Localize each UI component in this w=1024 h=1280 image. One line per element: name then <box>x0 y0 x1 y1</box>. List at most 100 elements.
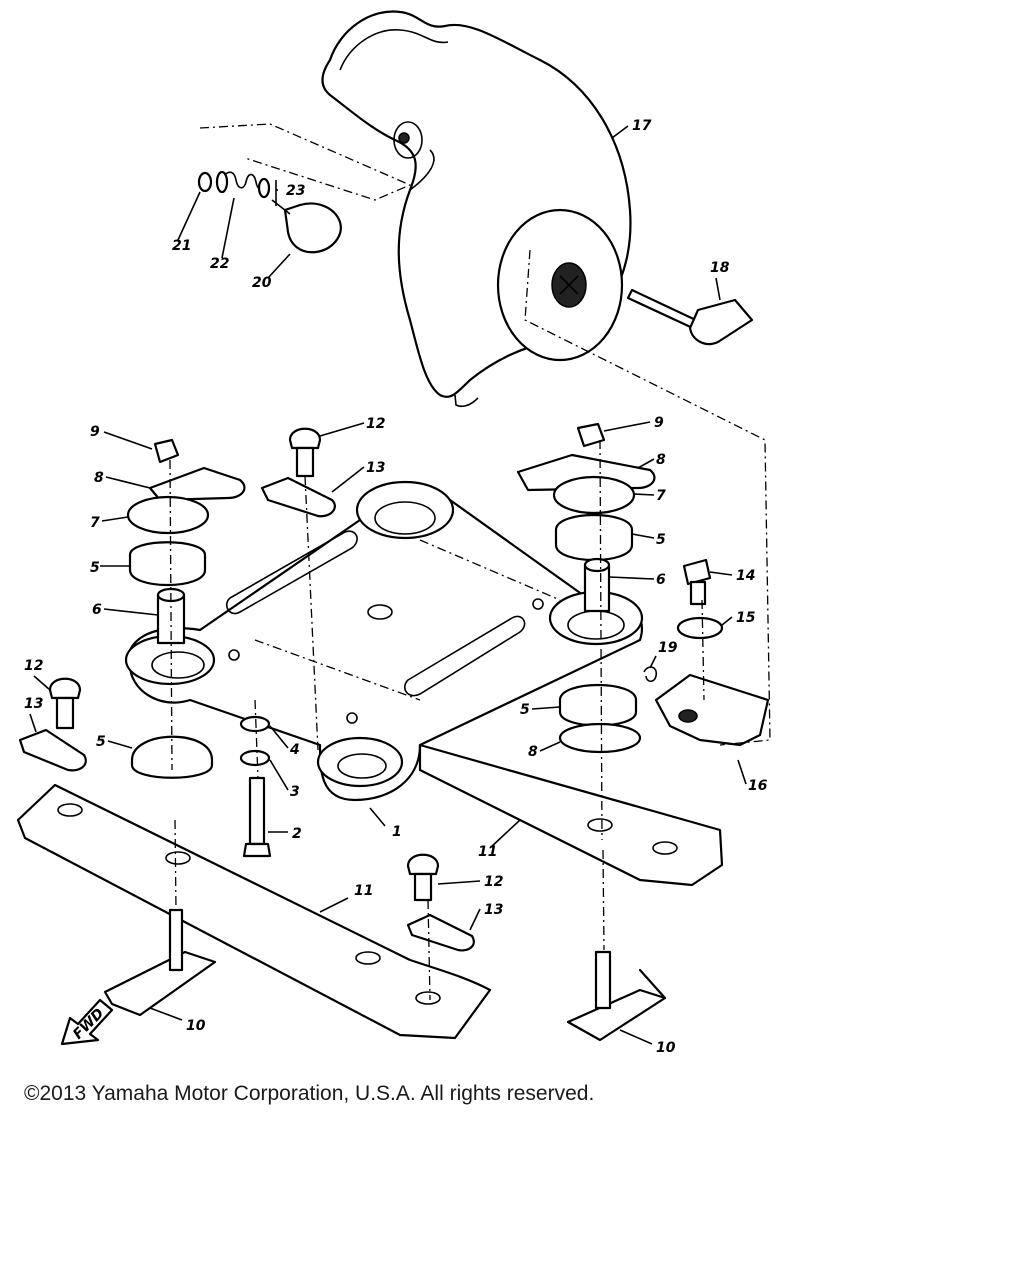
callout-leader-10 <box>619 1029 653 1045</box>
mount-left <box>126 438 246 645</box>
callout-leader-13 <box>331 466 365 493</box>
callout-14: 14 <box>736 568 755 584</box>
callout-23: 23 <box>286 183 305 199</box>
callout-leader-15 <box>721 616 733 626</box>
callout-9: 9 <box>654 415 664 431</box>
callout-leader-13 <box>469 908 481 931</box>
callout-18: 18 <box>710 260 730 276</box>
callout-9: 9 <box>90 424 100 440</box>
washer-8-lower <box>558 722 642 754</box>
callout-leader-19 <box>649 655 657 669</box>
forward-arrow: FWD <box>60 998 114 1046</box>
washer-3 <box>239 749 271 767</box>
callout-19: 19 <box>658 640 678 656</box>
fuel-cap <box>551 262 587 308</box>
rubber-lower-right <box>558 684 638 727</box>
callout-12: 12 <box>24 658 43 674</box>
callout-leaders <box>29 125 747 1045</box>
washer-13-bottom <box>406 913 475 952</box>
mount-right <box>516 422 656 613</box>
callout-leader-8 <box>637 458 655 469</box>
bolt-2 <box>242 776 272 858</box>
callout-leader-13 <box>29 713 37 733</box>
callout-11: 11 <box>354 883 373 899</box>
callout-8: 8 <box>528 744 538 760</box>
callout-labels: 1234555566778889910101111121212131313141… <box>24 118 768 1056</box>
washer-13-top <box>260 476 336 518</box>
skid-plate-left <box>16 783 492 1040</box>
rubber-lower-left <box>130 735 214 779</box>
callout-leader-16 <box>737 759 747 785</box>
callout-8: 8 <box>94 470 104 486</box>
callout-6: 6 <box>656 572 666 588</box>
callout-13: 13 <box>484 902 503 918</box>
washer-15 <box>676 616 724 640</box>
callout-5: 5 <box>520 702 530 718</box>
callout-13: 13 <box>24 696 43 712</box>
callout-12: 12 <box>366 416 385 432</box>
callout-leader-6 <box>103 608 159 616</box>
callout-3: 3 <box>290 784 300 800</box>
clip-19 <box>643 666 658 683</box>
callout-leader-10 <box>149 1007 183 1021</box>
callout-11: 11 <box>478 844 497 860</box>
callout-leader-1 <box>369 807 386 827</box>
spring <box>215 170 271 199</box>
callout-7: 7 <box>90 515 100 531</box>
callout-8: 8 <box>656 452 666 468</box>
callout-leader-14 <box>709 571 733 576</box>
callout-leader-20 <box>267 253 291 279</box>
washer-4 <box>239 715 271 733</box>
bolt-12-left <box>48 677 82 730</box>
callout-5: 5 <box>90 560 100 576</box>
bolt-12-top <box>288 427 322 478</box>
callout-10: 10 <box>186 1018 206 1034</box>
fuel-tank <box>321 10 632 408</box>
callout-16: 16 <box>748 778 768 794</box>
callout-leader-7 <box>633 493 655 496</box>
callout-4: 4 <box>289 742 300 758</box>
callout-1: 1 <box>392 824 402 840</box>
callout-leader-22 <box>221 197 235 259</box>
callout-12: 12 <box>484 874 503 890</box>
bolt-12-bottom <box>406 853 440 902</box>
callout-10: 10 <box>656 1040 676 1056</box>
callout-leader-8 <box>105 476 151 489</box>
callout-13: 13 <box>366 460 385 476</box>
callout-leader-6 <box>608 576 655 580</box>
callout-5: 5 <box>96 734 106 750</box>
callout-leader-17 <box>611 125 629 139</box>
callout-leader-11 <box>319 897 349 913</box>
callout-2: 2 <box>292 826 302 842</box>
fuel-lever <box>626 288 754 346</box>
callout-leader-9 <box>103 431 153 450</box>
callout-leader-12 <box>319 422 365 437</box>
callout-leader-7 <box>101 516 129 522</box>
callout-7: 7 <box>656 488 666 504</box>
callout-leader-5 <box>107 740 133 749</box>
callout-21: 21 <box>172 238 191 254</box>
skid-plate-right <box>418 743 724 887</box>
callout-20: 20 <box>252 275 272 291</box>
callout-leader-5 <box>531 706 561 710</box>
bracket-16 <box>654 673 770 747</box>
callout-leader-3 <box>269 759 289 791</box>
bracket-right <box>566 950 667 1042</box>
callout-leader-11 <box>489 819 521 849</box>
callout-leader-4 <box>269 725 289 749</box>
callout-6: 6 <box>92 602 102 618</box>
exploded-parts-diagram: FWD 123455556677888991010111112121213131… <box>16 10 771 1056</box>
callout-17: 17 <box>632 118 652 134</box>
callout-leader-9 <box>603 421 651 432</box>
bolt-14 <box>682 558 712 606</box>
callout-leader-18 <box>715 277 721 301</box>
callout-leader-8 <box>539 741 561 752</box>
copyright-notice: ©2013 Yamaha Motor Corporation, U.S.A. A… <box>24 1082 595 1105</box>
callout-15: 15 <box>736 610 756 626</box>
callout-leader-12 <box>33 675 51 691</box>
callout-leader-5 <box>631 533 655 539</box>
washer-13-left <box>18 728 87 772</box>
callout-5: 5 <box>656 532 666 548</box>
callout-22: 22 <box>210 256 229 272</box>
callout-leader-12 <box>437 880 481 885</box>
